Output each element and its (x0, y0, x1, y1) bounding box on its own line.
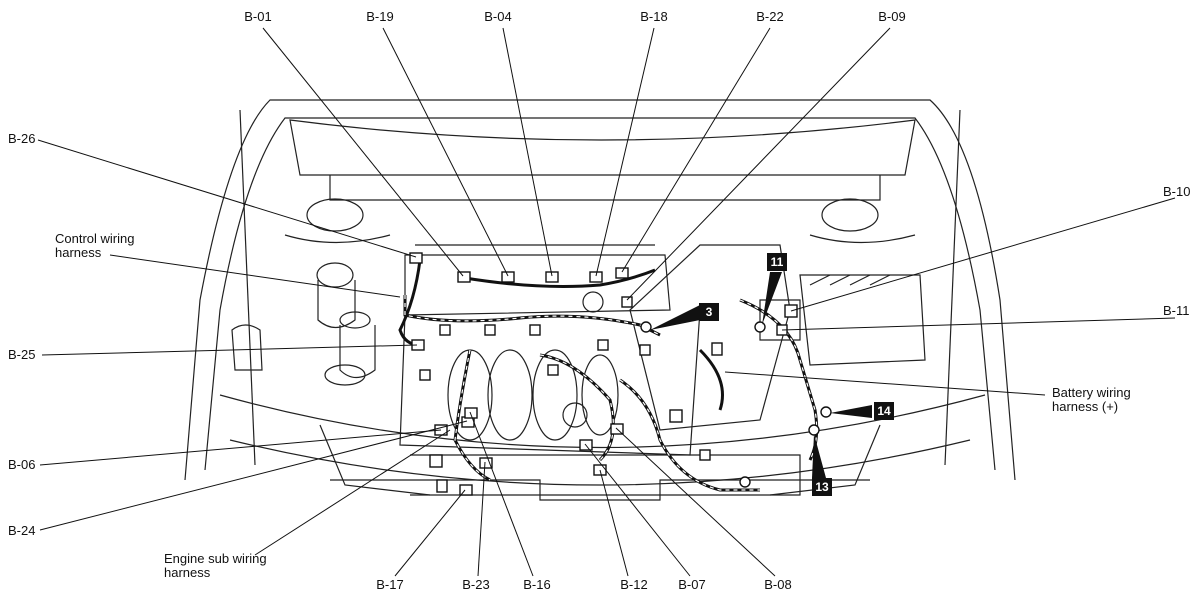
ground-bolt-14 (820, 406, 832, 418)
callout-b26: B-26 (8, 131, 36, 146)
callout-b18: B-18 (640, 9, 668, 24)
harness-dashes (404, 295, 818, 491)
ground-badge-14: 14 (874, 402, 894, 420)
connector-b19 (501, 271, 515, 283)
ground-badge-11: 11 (767, 253, 787, 271)
connector-b17 (459, 484, 473, 496)
callout-b11: B-11 (1163, 303, 1190, 318)
ground-badge-13: 13 (812, 478, 832, 496)
callout-b17: B-17 (376, 577, 404, 592)
callout-b22: B-22 (756, 9, 784, 24)
connector-b04 (545, 271, 559, 283)
callout-b10: B-10 (1163, 184, 1191, 199)
callout-b06: B-06 (8, 457, 36, 472)
connector-b22 (615, 267, 629, 279)
callout-b09: B-09 (878, 9, 906, 24)
callout-b23: B-23 (462, 577, 490, 592)
ground-badge-3: 3 (699, 303, 719, 321)
callout-b04: B-04 (484, 9, 512, 24)
ground-bolt-11 (754, 321, 766, 333)
connector-b16 (464, 407, 478, 419)
leader-lines (37, 27, 1176, 577)
connector-b23 (479, 457, 493, 469)
callout-b24: B-24 (8, 523, 36, 538)
callout-b01: B-01 (244, 9, 272, 24)
callout-b12: B-12 (620, 577, 648, 592)
callout-b07: B-07 (678, 577, 706, 592)
callout-b25: B-25 (8, 347, 36, 362)
callout-b16: B-16 (523, 577, 551, 592)
connector-b18 (589, 271, 603, 283)
ground-bolt-3 (640, 321, 652, 333)
badge-pointers (650, 272, 872, 478)
callout-b08: B-08 (764, 577, 792, 592)
battery-wiring-harness-label: Battery wiring harness (+) (1052, 385, 1131, 414)
connector-b09 (621, 296, 633, 308)
engine-bay-outline (184, 99, 1016, 501)
ground-bolt-13 (808, 424, 820, 436)
callout-b19: B-19 (366, 9, 394, 24)
engine-sub-wiring-harness-label: Engine sub wiring harness (164, 551, 267, 580)
connector-b01 (457, 271, 471, 283)
control-wiring-harness-label: Control wiring harness (55, 231, 135, 260)
connector-b26 (409, 252, 423, 264)
